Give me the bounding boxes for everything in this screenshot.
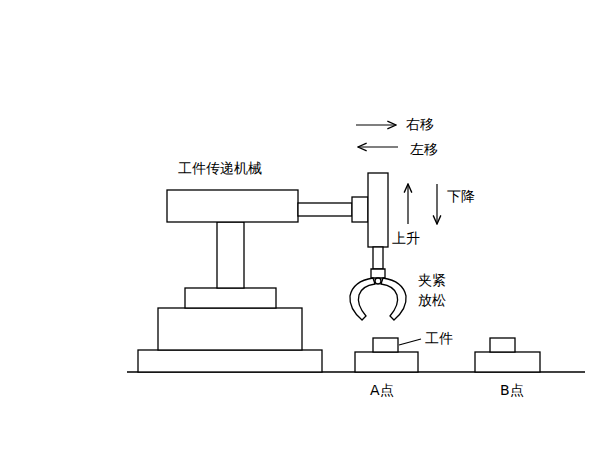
workpiece-b (490, 338, 515, 352)
action-label: 放松 (418, 292, 446, 308)
column (217, 222, 244, 288)
rod-head (352, 197, 368, 222)
base-body (158, 308, 302, 350)
left-arrow (358, 146, 398, 147)
station-label: A点 (370, 382, 394, 398)
gripper-right-claw (381, 278, 406, 320)
arm-body (167, 190, 298, 222)
motion-label: 右移 (406, 116, 434, 132)
motion-label: 上升 (392, 230, 420, 246)
gripper-neck (373, 247, 383, 269)
leader-line (399, 339, 421, 345)
title-label: 工件传递机械 (178, 160, 262, 176)
station-label: B点 (500, 382, 524, 398)
station-b-base (475, 352, 540, 372)
base-top (185, 288, 276, 308)
part-label: 工件 (425, 330, 453, 346)
station-a-base (355, 352, 418, 372)
gripper-hub (371, 269, 385, 278)
workpiece-a (373, 338, 398, 352)
down-arrow (436, 184, 437, 224)
motion-label: 下降 (447, 188, 475, 204)
action-label: 夹紧 (418, 272, 446, 288)
up-arrow (407, 184, 408, 224)
lift-cylinder (368, 173, 388, 247)
gripper-left-claw (350, 278, 375, 320)
arm-rod (298, 203, 352, 216)
right-arrow (356, 124, 396, 125)
motion-label: 左移 (410, 141, 438, 157)
gripper-pivot (375, 278, 381, 284)
base-plate (138, 350, 322, 372)
